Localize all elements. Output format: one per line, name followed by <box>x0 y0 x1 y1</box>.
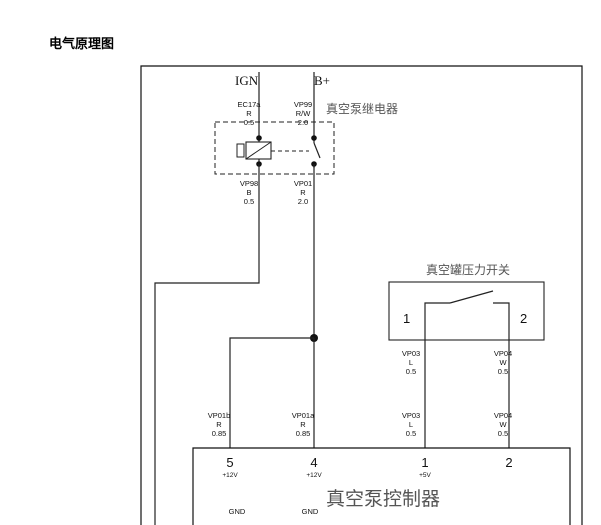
svg-text:L: L <box>409 358 413 367</box>
relay-name: 真空泵继电器 <box>326 102 398 116</box>
relay-top-left-label: EC17a R 0.5 <box>238 100 262 127</box>
svg-text:R/W: R/W <box>296 109 312 118</box>
controller-pin-5: 5 <box>226 455 233 470</box>
relay-coil-small <box>236 143 245 158</box>
controller-box <box>192 447 571 525</box>
switch-name: 真空罐压力开关 <box>426 263 510 277</box>
relay-bottom-right-label: VP01 R 2.0 <box>294 179 312 206</box>
svg-text:0.5: 0.5 <box>498 367 508 376</box>
controller-pin-4-sub: +12V <box>306 472 322 479</box>
svg-text:EC17a: EC17a <box>238 100 262 109</box>
diagram-border <box>140 65 583 525</box>
vp98-wire <box>154 164 260 525</box>
controller-wire-label-1: VP01b R 0.85 <box>208 411 231 438</box>
switch-wire1-label: VP03 L 0.5 <box>402 349 420 376</box>
switch-pin1: 1 <box>403 311 410 326</box>
controller-wire-label-3: VP03 L 0.5 <box>402 411 420 438</box>
svg-text:R: R <box>246 109 252 118</box>
svg-text:0.5: 0.5 <box>498 429 508 438</box>
bplus-label: B+ <box>314 73 330 88</box>
svg-text:R: R <box>300 188 306 197</box>
page-title: 电气原理图 <box>49 37 115 52</box>
switch-right-lead <box>493 302 510 340</box>
svg-text:0.85: 0.85 <box>212 429 227 438</box>
svg-text:VP01b: VP01b <box>208 411 231 420</box>
svg-text:0.5: 0.5 <box>406 367 416 376</box>
relay-node-tl <box>256 135 262 141</box>
svg-text:2.0: 2.0 <box>298 197 308 206</box>
switch-wire2-label: VP04 W 0.5 <box>494 349 512 376</box>
svg-text:VP03: VP03 <box>402 349 420 358</box>
controller-pin-4: 4 <box>310 455 317 470</box>
svg-text:VP98: VP98 <box>240 179 258 188</box>
svg-text:R: R <box>300 420 306 429</box>
relay-node-tr <box>311 135 317 141</box>
svg-text:B: B <box>246 188 251 197</box>
controller-wire-label-4: VP04 W 0.5 <box>494 411 512 438</box>
svg-text:VP03: VP03 <box>402 411 420 420</box>
ign-label: IGN <box>235 73 259 88</box>
switch-pin2: 2 <box>520 311 527 326</box>
controller-pin-1-sub: +5V <box>419 472 431 479</box>
svg-text:VP04: VP04 <box>494 411 512 420</box>
svg-text:VP01: VP01 <box>294 179 312 188</box>
relay-box <box>214 121 335 175</box>
relay-bottom-left-label: VP98 B 0.5 <box>240 179 258 206</box>
gnd-label-2: GND <box>302 507 319 516</box>
switch-left-lead <box>424 302 450 340</box>
controller-pin-5-sub: +12V <box>222 472 238 479</box>
svg-text:VP04: VP04 <box>494 349 512 358</box>
svg-text:R: R <box>216 420 222 429</box>
switch-box <box>388 281 545 341</box>
svg-text:0.5: 0.5 <box>406 429 416 438</box>
relay-contact-arm <box>313 142 321 159</box>
relay-top-right-label: VP99 R/W 2.0 <box>294 100 312 127</box>
controller-name: 真空泵控制器 <box>326 488 440 510</box>
svg-text:VP01a: VP01a <box>292 411 315 420</box>
svg-text:0.5: 0.5 <box>244 197 254 206</box>
svg-text:VP99: VP99 <box>294 100 312 109</box>
gnd-label-1: GND <box>229 507 246 516</box>
controller-pin-2: 2 <box>505 455 512 470</box>
relay-coil-diagonal <box>245 141 272 160</box>
svg-text:0.85: 0.85 <box>296 429 311 438</box>
svg-text:W: W <box>499 358 507 367</box>
controller-wire-label-2: VP01a R 0.85 <box>292 411 315 438</box>
controller-pin-1: 1 <box>421 455 428 470</box>
svg-text:L: L <box>409 420 413 429</box>
switch-contact <box>449 290 494 304</box>
vp01b-wire <box>229 337 314 448</box>
svg-text:W: W <box>499 420 507 429</box>
